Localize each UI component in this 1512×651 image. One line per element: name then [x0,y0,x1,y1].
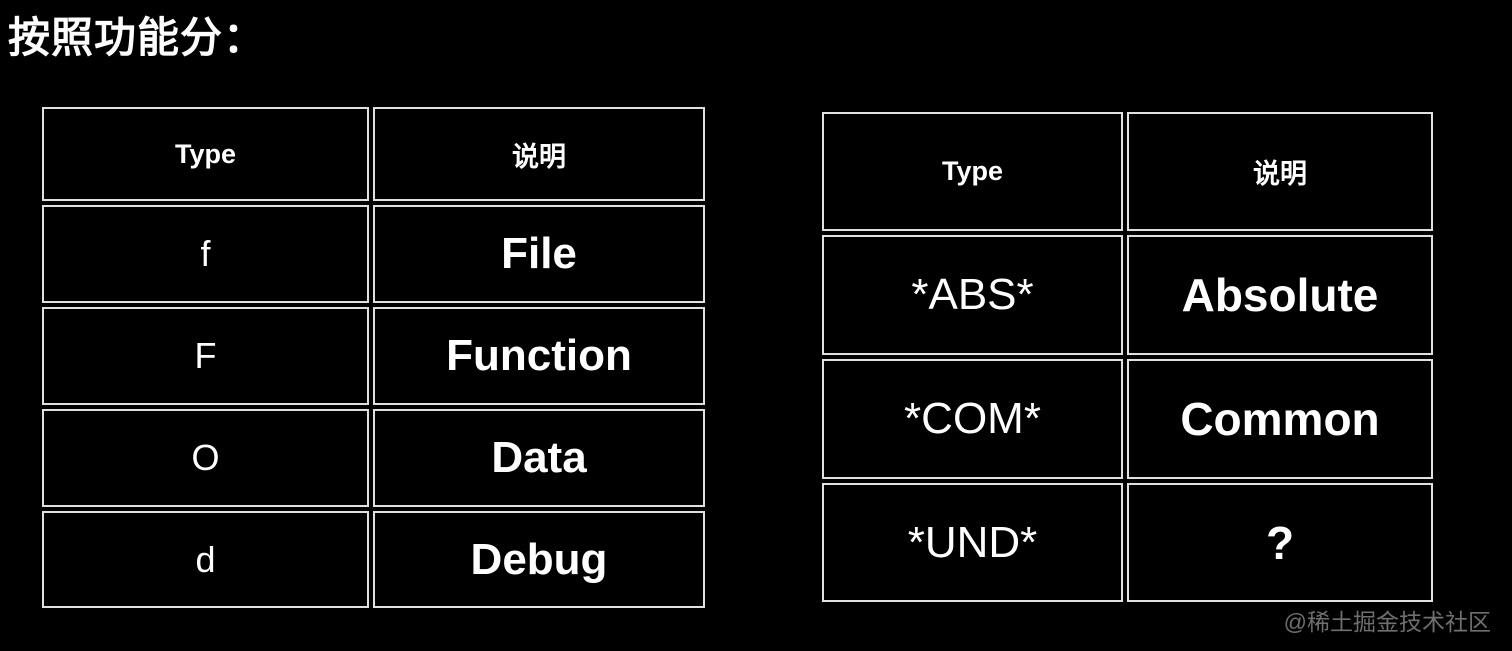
table-cell-type: f [42,205,369,303]
table-cell-type: d [42,511,369,608]
table-cell-description: Common [1127,359,1433,479]
table-cell-description: File [373,205,705,303]
left-table-header-type: Type [42,107,369,201]
table-cell-type: *UND* [822,483,1123,602]
page-title: 按照功能分： [8,14,267,61]
table-cell-description: Debug [373,511,705,608]
table-cell-description: Data [373,409,705,507]
right-table-header-description: 说明 [1127,112,1433,231]
table-cell-description: ? [1127,483,1433,602]
right-table-header-type: Type [822,112,1123,231]
left-table-header-description: 说明 [373,107,705,201]
table-cell-description: Absolute [1127,235,1433,355]
table-cell-type: O [42,409,369,507]
watermark-juejin-community: @稀土掘金技术社区 [1283,609,1491,635]
function-type-table-left: Type 说明 f File F Function O Data d Debug [42,107,705,608]
table-cell-type: *COM* [822,359,1123,479]
symbol-type-table-right: Type 说明 *ABS* Absolute *COM* Common *UND… [822,112,1433,602]
table-cell-description: Function [373,307,705,405]
table-cell-type: F [42,307,369,405]
table-cell-type: *ABS* [822,235,1123,355]
